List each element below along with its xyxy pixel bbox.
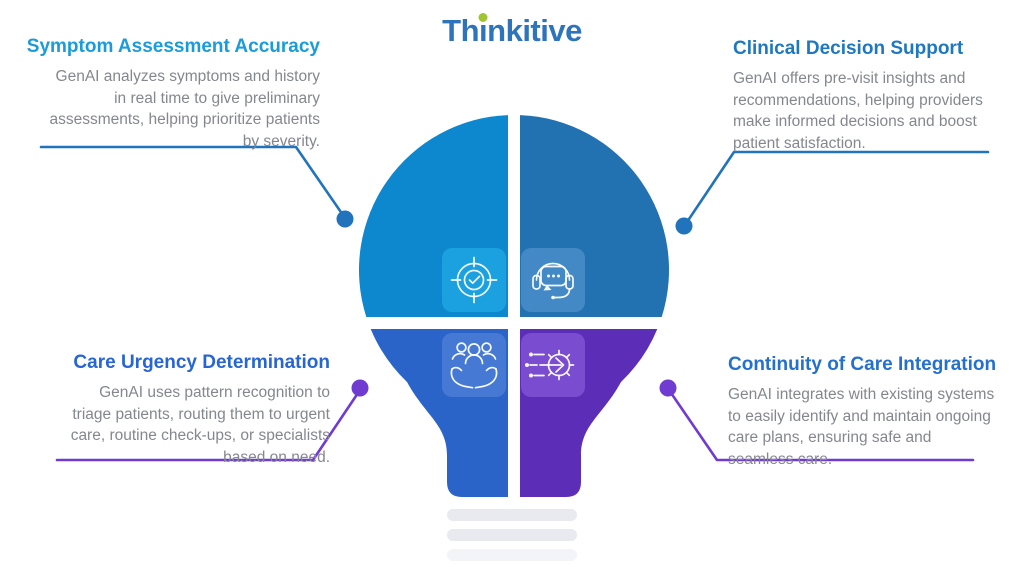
bulb-base-bar [447, 509, 577, 521]
logo-text-post: nkitive [487, 13, 582, 48]
section-title: Symptom Assessment Accuracy [26, 36, 320, 57]
section-body: GenAI uses pattern recognition to triage… [24, 382, 330, 468]
logo-text-pre: Th [442, 13, 480, 48]
gear-circuit-icon [525, 349, 575, 381]
section-body-line: patient satisfaction. [733, 134, 866, 152]
section-body-line: GenAI offers pre-visit insights and [733, 70, 966, 87]
section-body: GenAI offers pre-visit insights and reco… [733, 68, 1001, 154]
connector-line [39, 145, 347, 220]
section-body: GenAI analyzes symptoms and history in r… [14, 66, 320, 152]
section-symptom-assessment: Symptom Assessment Accuracy GenAI analyz… [14, 36, 320, 152]
section-body-line: triage patients, routing them to urgent [72, 405, 330, 423]
section-body-line: in real time to give preliminary [114, 89, 320, 107]
section-body-line: seamless care. [728, 450, 833, 468]
bulb-base-bar [447, 549, 577, 561]
section-clinical-decision: Clinical Decision Support GenAI offers p… [733, 38, 1001, 154]
connector-top-right [675, 150, 990, 235]
connector-bottom-left [55, 379, 369, 462]
icon-tile-top-left [442, 248, 506, 312]
icon-tile-bottom-left [442, 333, 506, 397]
section-body: GenAI integrates with existing systems t… [728, 384, 1012, 470]
connector-top-left [39, 145, 354, 228]
icon-tile-top-right [521, 248, 585, 312]
section-body-line: make informed decisions and boost [733, 113, 977, 130]
logo-i-stem: ı [479, 13, 488, 48]
section-body-line: GenAI uses pattern recognition to [99, 384, 330, 401]
connector-dot [675, 217, 693, 235]
connector-dot [336, 210, 354, 228]
section-body-line: recommendations, helping providers [733, 91, 983, 109]
logo-i-dot [478, 13, 488, 22]
target-check-icon [450, 256, 498, 304]
bulb-base-bar [447, 529, 577, 541]
section-body-line: assessments, helping prioritize patients [49, 111, 320, 128]
section-body-line: care plans, ensuring safe and [728, 429, 932, 446]
section-title: Care Urgency Determination [73, 352, 330, 373]
section-body-line: to easily identify and maintain ongoing [728, 407, 991, 425]
connector-dot [659, 379, 677, 397]
connector-line [667, 388, 975, 462]
section-title: Continuity of Care Integration [728, 354, 997, 375]
section-continuity-care: Continuity of Care Integration GenAI int… [728, 354, 1012, 470]
section-body-line: care, routine check-ups, or specialists [70, 427, 330, 444]
section-body-line: GenAI analyzes symptoms and history [55, 68, 320, 85]
connector-dot [351, 379, 369, 397]
section-care-urgency: Care Urgency Determination GenAI uses pa… [24, 352, 330, 468]
connector-line [683, 150, 990, 227]
logo-letter-i: ı [478, 13, 488, 49]
section-body-line: by severity. [242, 132, 320, 150]
connector-line [55, 388, 362, 462]
connector-bottom-right [659, 379, 975, 462]
section-title: Clinical Decision Support [733, 38, 964, 59]
headset-chat-icon [532, 262, 574, 300]
section-body-line: based on need. [223, 448, 330, 466]
hands-people-icon [450, 342, 498, 389]
section-body-line: GenAI integrates with existing systems [728, 386, 995, 403]
